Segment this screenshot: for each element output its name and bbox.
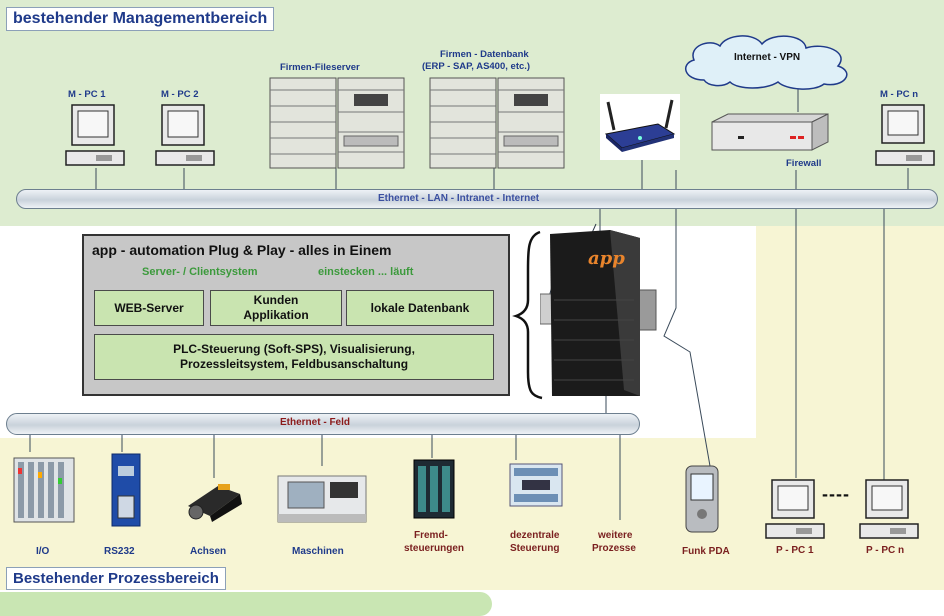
maschinen-label: Maschinen (292, 546, 344, 557)
mpc2-label: M - PC 2 (161, 89, 199, 100)
app-device-icon (540, 230, 657, 396)
app-subtitle-left: Server- / Clientsystem (142, 266, 258, 278)
fileserver-label: Firmen-Fileserver (280, 62, 360, 73)
rs232-module-icon (111, 453, 141, 527)
database-label-2: (ERP - SAP, AS400, etc.) (422, 61, 531, 72)
ethernet-field-label: Ethernet - Feld (280, 417, 351, 428)
ellipsis-dashes: ---- (822, 484, 850, 504)
firewall-icon (711, 113, 829, 151)
dezentrale-steuerung-icon (509, 463, 563, 507)
weitere-label-2: Prozesse (592, 543, 636, 554)
funk-pda-icon (685, 465, 719, 533)
ppc1-icon (765, 479, 825, 539)
internet-cloud-icon (684, 35, 848, 90)
plc-box: PLC-Steuerung (Soft-SPS), Visualisierung… (94, 334, 494, 380)
ethernet-lan-bus (16, 189, 938, 209)
achsen-motor-icon (188, 484, 242, 522)
funk-pda-label: Funk PDA (682, 546, 730, 557)
mpc1-label: M - PC 1 (68, 89, 106, 100)
process-area-title: Bestehender Prozessbereich (6, 567, 226, 590)
fremd-label-2: steuerungen (404, 543, 465, 554)
database-label-1: Firmen - Datenbank (440, 49, 529, 60)
mpc2-icon (155, 104, 215, 166)
rs232-label: RS232 (104, 546, 135, 557)
mpcn-icon (875, 104, 935, 166)
app-device-logo: app (588, 248, 625, 269)
dezentrale-label-1: dezentrale (510, 530, 560, 541)
achsen-label: Achsen (190, 546, 227, 557)
process-zone-right (756, 226, 944, 438)
fremdsteuerung-icon (413, 459, 455, 519)
database-server-icon (429, 77, 565, 169)
cloud-label: Internet - VPN (734, 52, 801, 63)
fremd-label-1: Fremd- (414, 530, 448, 541)
app-subtitle-right: einstecken ... läuft (318, 266, 414, 278)
mpc1-icon (65, 104, 125, 166)
ethernet-lan-label: Ethernet - LAN - Intranet - Internet (378, 193, 540, 204)
kunden-applikation-box: Kunden Applikation (210, 290, 342, 326)
management-area-title: bestehender Managementbereich (6, 7, 275, 31)
ppcn-label: P - PC n (866, 545, 905, 556)
firewall-label: Firewall (786, 158, 822, 169)
app-box: app - automation Plug & Play - alles in … (82, 234, 510, 396)
wireless-router-icon (600, 94, 680, 160)
ppcn-icon (859, 479, 919, 539)
ppc1-label: P - PC 1 (776, 545, 814, 556)
dezentrale-label-2: Steuerung (510, 543, 560, 554)
web-server-box: WEB-Server (94, 290, 204, 326)
mpcn-label: M - PC n (880, 89, 918, 100)
plc-line-2: Prozessleitsystem, Feldbusanschaltung (179, 357, 409, 371)
bottom-bar (0, 592, 492, 616)
maschinen-icon (277, 475, 367, 523)
ethernet-field-bus (6, 413, 640, 435)
lokale-datenbank-box: lokale Datenbank (346, 290, 494, 326)
io-module-icon (13, 457, 75, 523)
io-label: I/O (36, 546, 50, 557)
app-title: app - automation Plug & Play - alles in … (92, 242, 392, 258)
weitere-label-1: weitere (598, 530, 633, 541)
plc-line-1: PLC-Steuerung (Soft-SPS), Visualisierung… (173, 342, 415, 356)
fileserver-icon (269, 77, 405, 169)
